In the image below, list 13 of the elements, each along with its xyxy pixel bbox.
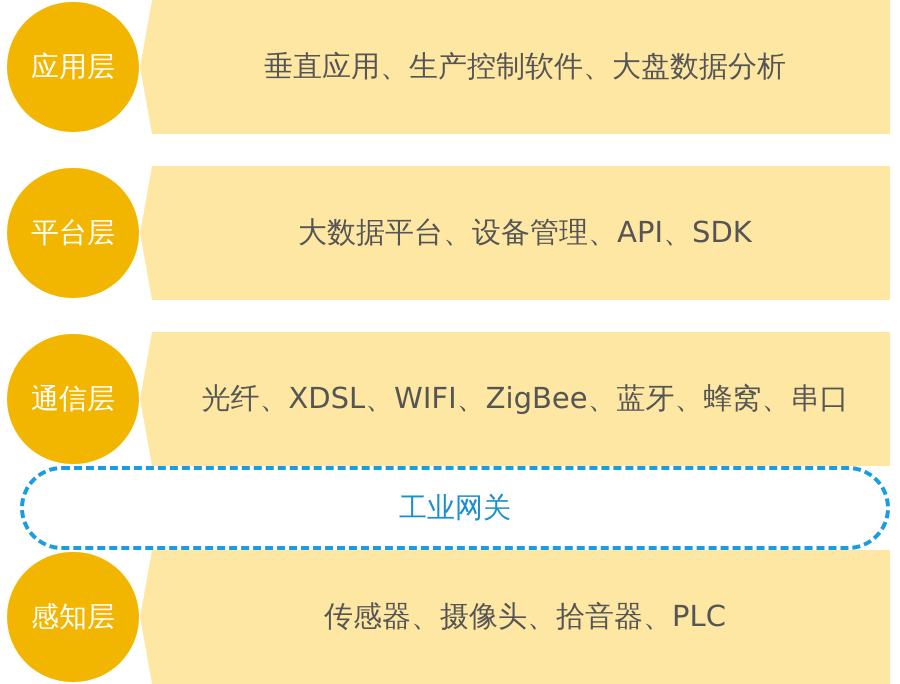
layer-name: 感知层 [31, 599, 115, 635]
layer-content: 光纤、XDSL、WIFI、ZigBee、蓝牙、蜂窝、串口 [201, 380, 849, 418]
layer-band [140, 550, 890, 684]
layer-name: 通信层 [31, 381, 115, 417]
layer-content: 大数据平台、设备管理、API、SDK [298, 214, 752, 252]
layer-band [140, 0, 890, 134]
layer-content: 传感器、摄像头、拾音器、PLC [324, 598, 726, 636]
layer-band [140, 332, 890, 466]
gateway-label: 工业网关 [399, 490, 511, 526]
layer-band [140, 166, 890, 300]
layer-name: 平台层 [31, 215, 115, 251]
layer-content: 垂直应用、生产控制软件、大盘数据分析 [264, 48, 786, 86]
layer-name: 应用层 [31, 49, 115, 85]
